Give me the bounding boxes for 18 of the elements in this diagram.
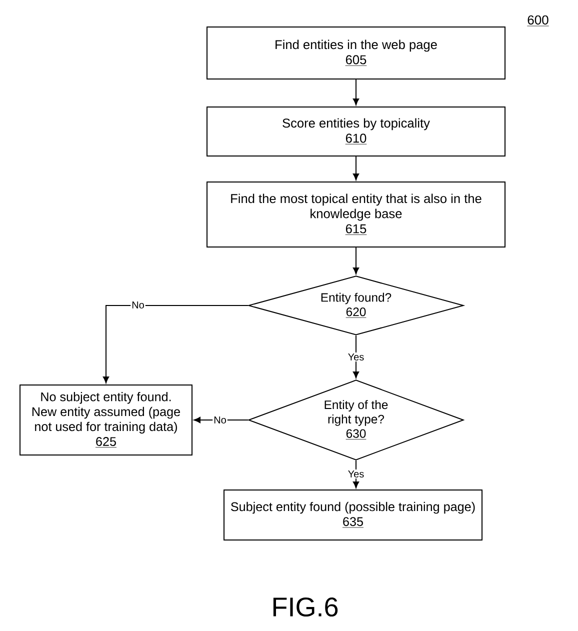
edge-label: Yes xyxy=(346,352,366,362)
edge-label: Yes xyxy=(346,470,366,478)
arrow xyxy=(352,79,360,106)
process-box: Subject entity found (possible training page) 635 xyxy=(224,490,482,540)
arrow xyxy=(102,305,248,384)
arrow xyxy=(352,156,360,180)
edge-label: No xyxy=(212,416,228,424)
process-box: No subject entity found. New entity assumed (page not used for training data) 625 xyxy=(20,384,192,456)
arrow xyxy=(352,247,360,274)
figure-caption: FIG.6 xyxy=(273,597,338,617)
process-box: Find entities in the web page 605 xyxy=(206,26,506,80)
process-box: Score entities by topicality 610 xyxy=(206,106,506,156)
edge-label: No xyxy=(130,300,146,310)
arrow xyxy=(194,416,248,424)
arrow xyxy=(352,460,360,488)
reference-numeral: 600 xyxy=(526,15,550,26)
process-box: Find the most topical entity that is also in the knowledge base 615 xyxy=(206,182,506,248)
arrow xyxy=(352,335,360,378)
